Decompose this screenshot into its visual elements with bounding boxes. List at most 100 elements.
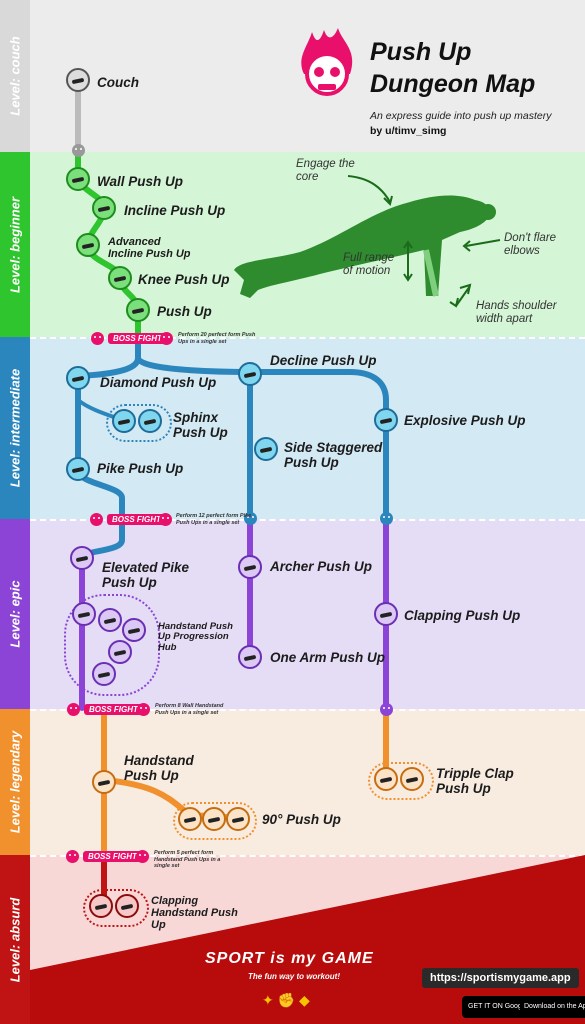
pushup-node[interactable] [126,298,150,322]
triple-clap-node-1[interactable] [374,767,398,791]
explosive-label: Explosive Push Up [404,413,526,428]
one-arm-node[interactable] [238,645,262,669]
level-label-epic: Level: epic [0,519,30,709]
ninety-hub [173,802,257,840]
elevated-pike-label: Elevated Pike Push Up [102,560,190,590]
author: by u/timv_simg [370,125,447,137]
adv-incline-node[interactable] [76,233,100,257]
hub-node-5[interactable] [92,662,116,686]
annotation-elbows: Don't flare elbows [504,232,557,257]
website-url[interactable]: https://sportismygame.app [422,968,579,988]
hub-node-4[interactable] [108,640,132,664]
clapping-handstand-label: Clapping Handstand Push Up [151,895,238,932]
skull-waypoint [380,512,393,525]
level-label-legendary: Level: legendary [0,709,30,855]
annotation-hands: Hands shoulder width apart [476,300,557,325]
skull-waypoint [380,703,393,716]
decline-node[interactable] [238,362,262,386]
handstand-label: Handstand Push Up [124,753,194,783]
sphinx-node-1[interactable] [112,409,136,433]
pike-label: Pike Push Up [97,461,184,476]
boss-fight-badge: BOSS FIGHT! [107,514,169,525]
brand-logo: SPORT is my GAME [205,950,374,967]
boss-description: Perform 5 perfect form Handstand Push Up… [154,850,221,870]
skull-waypoint [244,512,257,525]
decline-label: Decline Push Up [270,353,377,368]
level-label-couch: Level: couch [0,0,30,152]
diamond-node[interactable] [66,366,90,390]
sphinx-hub [106,404,172,442]
boss-skull-icon [66,850,79,863]
ninety-node-1[interactable] [178,807,202,831]
level-label-intermediate: Level: intermediate [0,337,30,519]
level-divider [30,855,585,857]
hub-node-1[interactable] [72,602,96,626]
clapping-handstand-node-2[interactable] [115,894,139,918]
sphinx-node-2[interactable] [138,409,162,433]
flaming-skull-logo [301,28,353,96]
level-label-absurd: Level: absurd [0,855,30,1024]
elevated-pike-node[interactable] [70,546,94,570]
boss-fight-badge: BOSS FIGHT! [108,333,170,344]
annotation-core: Engage the core [296,158,355,183]
clapping-node[interactable] [374,602,398,626]
clapping-handstand-node-1[interactable] [89,894,113,918]
knee-node[interactable] [108,266,132,290]
boss-fight-badge: BOSS FIGHT! [84,704,146,715]
triple-clap-hub [368,762,434,800]
sphinx-label: Sphinx Push Up [173,410,228,440]
boss-description: Perform 12 perfect form Pike Push Ups in… [176,513,252,526]
pushup-label: Push Up [157,304,212,319]
boss-description: Perform 8 Wall Handstand Push Ups in a s… [155,703,224,716]
boss-skull-icon [159,513,172,526]
incline-label: Incline Push Up [124,203,226,218]
app-store-button[interactable]: Download on the App Store [520,996,585,1018]
level-band-intermediate [0,337,585,519]
hub-node-3[interactable] [122,618,146,642]
boss-skull-icon [137,703,150,716]
explosive-node[interactable] [374,408,398,432]
triple-clap-label: Tripple Clap Push Up [436,766,514,796]
archer-node[interactable] [238,555,262,579]
clapping-label: Clapping Push Up [404,608,521,623]
annotation-range: Full range of motion [343,252,395,277]
level-band-couch [0,0,585,152]
adv-incline-label: Advanced Incline Push Up [108,236,191,261]
ninety-node-2[interactable] [202,807,226,831]
level-divider [30,519,585,521]
ninety-node-3[interactable] [226,807,250,831]
ninety-label: 90° Push Up [262,812,341,827]
handstand-hub [64,594,160,696]
subtitle: An express guide into push up mastery [370,110,552,122]
hub-node-2[interactable] [98,608,122,632]
handstand-node[interactable] [92,770,116,794]
side-staggered-node[interactable] [254,437,278,461]
title-line-2: Dungeon Map [370,70,536,98]
one-arm-label: One Arm Push Up [270,650,386,665]
wall-node[interactable] [66,167,90,191]
game-icons: ✦ ✊ ◆ [262,992,310,1008]
boss-skull-icon [160,332,173,345]
level-divider [30,337,585,339]
boss-fight-badge: BOSS FIGHT! [83,851,145,862]
side-staggered-label: Side Staggered Push Up [284,440,383,470]
knee-label: Knee Push Up [138,272,230,287]
level-divider [30,709,585,711]
diamond-label: Diamond Push Up [100,375,217,390]
push-up-figure [234,195,496,298]
level-label-beginner: Level: beginner [0,152,30,337]
boss-skull-icon [136,850,149,863]
couch-node[interactable] [66,68,90,92]
archer-label: Archer Push Up [270,559,373,574]
wall-label: Wall Push Up [97,174,184,189]
handstand-hub-label: Handstand Push Up Progression Hub [158,621,233,653]
boss-skull-icon [67,703,80,716]
incline-node[interactable] [92,196,116,220]
pike-node[interactable] [66,457,90,481]
triple-clap-node-2[interactable] [400,767,424,791]
title-line-1: Push Up [370,38,472,66]
boss-skull-icon [90,513,103,526]
skull-waypoint [72,144,85,157]
tagline: The fun way to workout! [248,972,340,981]
